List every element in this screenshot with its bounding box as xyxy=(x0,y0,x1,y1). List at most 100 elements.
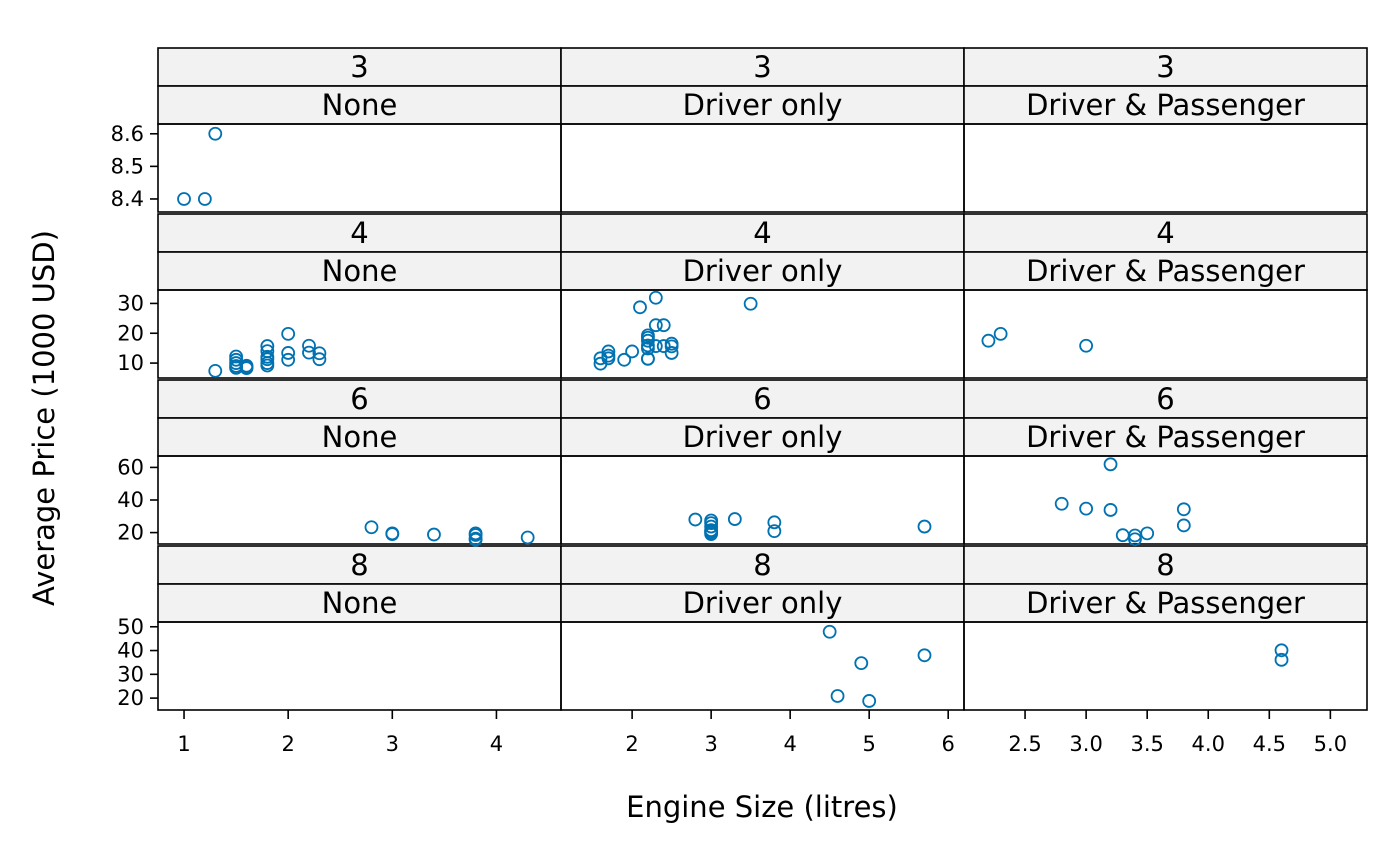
x-tick-label: 3.5 xyxy=(1130,732,1163,756)
data-point-6cyl-driver-only xyxy=(767,524,782,539)
data-point-8cyl-driver-only xyxy=(862,694,877,708)
data-point-4cyl-driver-only xyxy=(664,336,679,351)
panel-frame-r2c0 xyxy=(157,455,562,545)
data-point-4cyl-driver-only xyxy=(641,328,655,343)
strip-cylinders-r1c2 xyxy=(963,213,1368,253)
data-point-4cyl-none xyxy=(208,363,223,378)
data-point-4cyl-driver-only xyxy=(656,339,671,353)
x-tick-label: 6 xyxy=(942,732,955,756)
data-point-6cyl-driver-and-passenger xyxy=(1140,526,1155,541)
strip-label-cylinders: 6 xyxy=(753,382,771,416)
data-point-6cyl-driver-only xyxy=(727,512,742,526)
strip-label-airbags: None xyxy=(322,88,398,122)
strip-airbags-r3c1 xyxy=(560,583,965,623)
data-point-6cyl-none xyxy=(520,530,535,545)
data-point-6cyl-driver-and-passenger xyxy=(1115,528,1130,543)
panel-frame-r0c2 xyxy=(963,123,1368,213)
x-tick-label: 2.5 xyxy=(1008,732,1041,756)
data-point-4cyl-driver-and-passenger xyxy=(1079,338,1094,353)
y-tick-label: 60 xyxy=(117,455,144,479)
x-tick-label: 2 xyxy=(281,732,294,756)
y-tick-label: 30 xyxy=(117,662,144,686)
x-tick-label: 4 xyxy=(490,732,503,756)
data-point-4cyl-none xyxy=(229,349,244,364)
strip-airbags-r1c2 xyxy=(963,251,1368,291)
strip-airbags-r0c0 xyxy=(157,85,562,125)
data-point-6cyl-driver-only xyxy=(917,519,932,534)
strip-label-cylinders: 3 xyxy=(350,50,368,84)
strip-label-cylinders: 3 xyxy=(753,50,771,84)
strip-airbags-r0c2 xyxy=(963,85,1368,125)
data-point-6cyl-none xyxy=(427,527,441,542)
data-point-6cyl-driver-and-passenger xyxy=(1103,457,1118,472)
data-point-8cyl-driver-only xyxy=(854,656,869,671)
x-tick-label: 4.0 xyxy=(1192,732,1225,756)
strip-label-cylinders: 8 xyxy=(1156,548,1174,582)
strip-label-airbags: Driver & Passenger xyxy=(1026,88,1305,122)
data-point-6cyl-driver-only xyxy=(704,513,719,528)
strip-label-cylinders: 6 xyxy=(350,382,368,416)
data-point-6cyl-driver-and-passenger xyxy=(1079,501,1094,516)
strip-label-cylinders: 4 xyxy=(753,216,771,250)
strip-cylinders-r2c2 xyxy=(963,379,1368,419)
data-point-6cyl-driver-only xyxy=(704,519,719,534)
data-point-4cyl-driver-and-passenger xyxy=(993,326,1008,341)
data-point-8cyl-driver-only xyxy=(822,624,837,639)
data-point-4cyl-none xyxy=(260,349,275,364)
data-point-4cyl-none xyxy=(281,326,296,341)
x-tick-label: 3 xyxy=(386,732,399,756)
data-point-6cyl-driver-and-passenger xyxy=(1176,502,1191,517)
data-point-4cyl-driver-only xyxy=(601,344,616,359)
y-axis-title: Average Price (1000 USD) xyxy=(27,230,61,606)
x-tick-label: 4.5 xyxy=(1253,732,1286,756)
data-point-3cyl-none xyxy=(177,192,191,206)
y-tick-label: 50 xyxy=(117,615,144,639)
data-point-4cyl-driver-only xyxy=(648,290,663,305)
strip-label-cylinders: 6 xyxy=(1156,382,1174,416)
strip-cylinders-r1c1 xyxy=(560,213,965,253)
data-point-4cyl-driver-only xyxy=(617,352,632,367)
strip-label-airbags: Driver only xyxy=(683,586,843,620)
data-point-6cyl-driver-only xyxy=(767,515,782,530)
data-point-4cyl-driver-only xyxy=(641,351,655,366)
strip-label-cylinders: 4 xyxy=(350,216,368,250)
panel-frame-r0c0 xyxy=(157,123,562,213)
y-tick-label: 8.6 xyxy=(111,122,144,146)
y-tick-label: 10 xyxy=(117,351,144,375)
data-point-4cyl-none xyxy=(312,352,327,367)
data-point-4cyl-none xyxy=(260,344,275,359)
strip-cylinders-r2c1 xyxy=(560,379,965,419)
x-axis-title: Engine Size (litres) xyxy=(626,790,898,824)
data-point-8cyl-driver-and-passenger xyxy=(1274,643,1289,658)
data-point-4cyl-driver-only xyxy=(601,348,616,363)
strip-airbags-r1c0 xyxy=(157,251,562,291)
strip-label-airbags: Driver only xyxy=(683,420,843,454)
data-point-4cyl-none xyxy=(302,345,316,360)
panel-frame-r2c2 xyxy=(963,455,1368,545)
x-tick-label: 1 xyxy=(177,732,190,756)
data-point-4cyl-driver-only xyxy=(656,318,671,333)
y-tick-label: 20 xyxy=(117,521,144,545)
strip-label-airbags: Driver & Passenger xyxy=(1026,420,1305,454)
data-point-4cyl-driver-only xyxy=(664,346,679,360)
y-tick-label: 8.4 xyxy=(111,187,144,211)
panel-frame-r3c1 xyxy=(560,621,965,711)
x-tick-label: 2 xyxy=(625,732,638,756)
data-point-6cyl-none xyxy=(385,526,400,541)
strip-airbags-r3c0 xyxy=(157,583,562,623)
strip-label-cylinders: 8 xyxy=(350,548,368,582)
data-point-4cyl-none xyxy=(302,338,316,353)
strip-label-airbags: Driver & Passenger xyxy=(1026,254,1305,288)
strip-label-airbags: None xyxy=(322,254,398,288)
strip-label-cylinders: 8 xyxy=(753,548,771,582)
points-layer xyxy=(177,126,1289,708)
data-point-6cyl-driver-only xyxy=(688,512,703,527)
panel-frame-r3c2 xyxy=(963,621,1368,711)
data-point-4cyl-driver-only xyxy=(625,344,640,359)
x-tick-label: 3.0 xyxy=(1069,732,1102,756)
data-point-4cyl-driver-only xyxy=(593,351,608,366)
panel-frame-r3c0 xyxy=(157,621,562,711)
strip-label-airbags: None xyxy=(322,420,398,454)
data-point-4cyl-driver-only xyxy=(648,318,663,333)
